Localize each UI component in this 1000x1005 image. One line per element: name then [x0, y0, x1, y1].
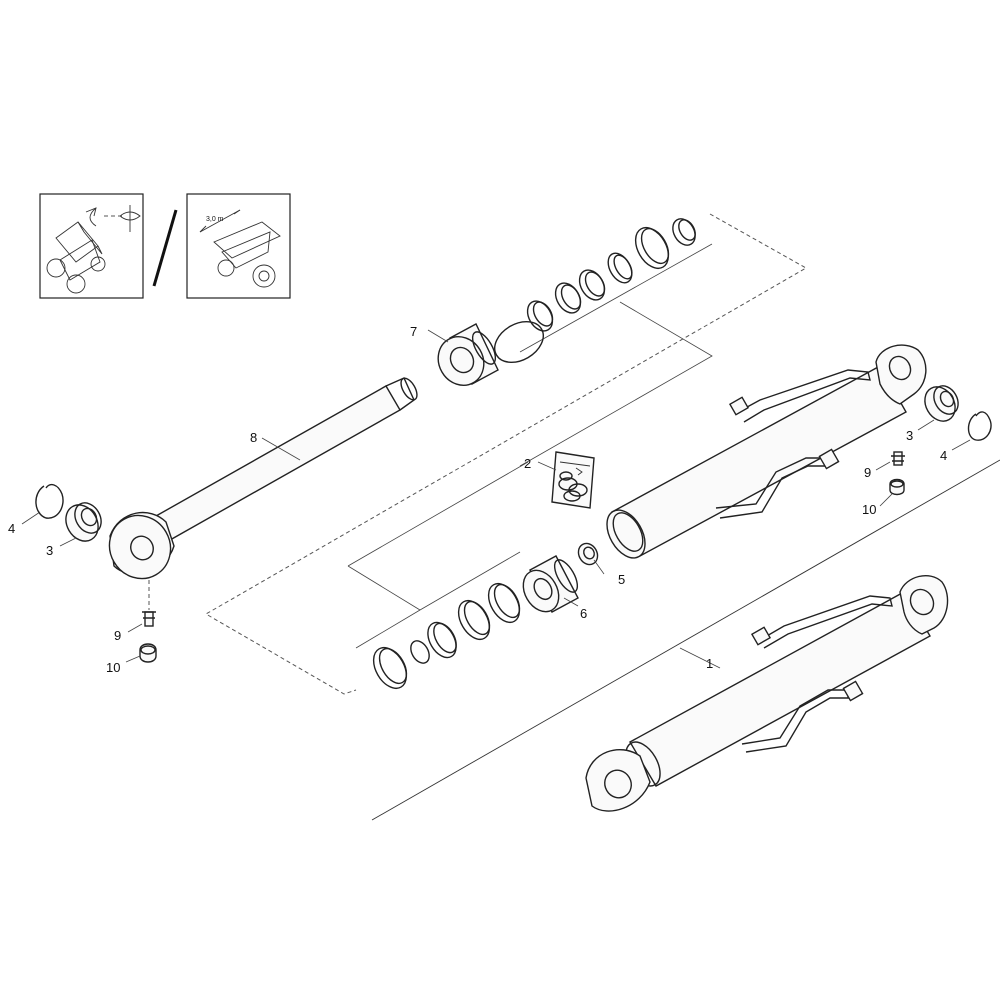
piston-nut-part: [577, 542, 599, 566]
cylinder-barrel-part: [606, 344, 927, 559]
leader-lines: [21, 329, 971, 669]
grease-cap-left-part: [139, 643, 157, 663]
bearing-left-part: [65, 502, 102, 542]
callout-10-left: 10: [106, 660, 120, 675]
callout-9-left: 9: [114, 628, 121, 643]
callout-9-right: 9: [864, 465, 871, 480]
callout-5: 5: [618, 572, 625, 587]
seal-kit-bag-icon: [551, 451, 595, 509]
callout-3-left: 3: [46, 543, 53, 558]
piston-part: [522, 555, 579, 613]
thumbnail-separator: [152, 209, 178, 287]
thumbnail-dimension: 3,0 m: [186, 193, 291, 299]
circlip-left-part: [35, 483, 64, 519]
upper-seal-set: [494, 218, 696, 363]
grease-nipple-right-part: [891, 451, 905, 466]
machine-rotate-icon: [46, 205, 141, 294]
circlip-right-part: [967, 411, 992, 441]
callout-6: 6: [580, 606, 587, 621]
dimension-label: 3,0 m: [206, 216, 224, 223]
seal-kit-outline: [205, 213, 808, 695]
machine-dimension-icon: [199, 209, 281, 288]
callout-4-left: 4: [8, 521, 15, 536]
callouts: 7 8 2 5 6 4 3 9 10 3 4 9 10 1: [8, 324, 947, 675]
callout-2: 2: [524, 456, 531, 471]
bearing-right-part: [924, 385, 959, 422]
callout-8: 8: [250, 430, 257, 445]
grease-cap-right-part: [889, 478, 905, 496]
callout-3-right: 3: [906, 428, 913, 443]
cylinder-assembly-part: [585, 574, 949, 812]
assembly-frame-line: [371, 459, 1000, 821]
lower-seal-set: [372, 582, 521, 689]
callout-7: 7: [410, 324, 417, 339]
callout-4-right: 4: [940, 448, 947, 463]
grease-nipple-left-part: [142, 580, 156, 627]
thumbnail-rotate: [39, 193, 144, 299]
callout-1: 1: [706, 656, 713, 671]
cylinder-gland-part: [437, 323, 499, 386]
piston-rod-part: [108, 377, 418, 580]
callout-10-right: 10: [862, 502, 876, 517]
